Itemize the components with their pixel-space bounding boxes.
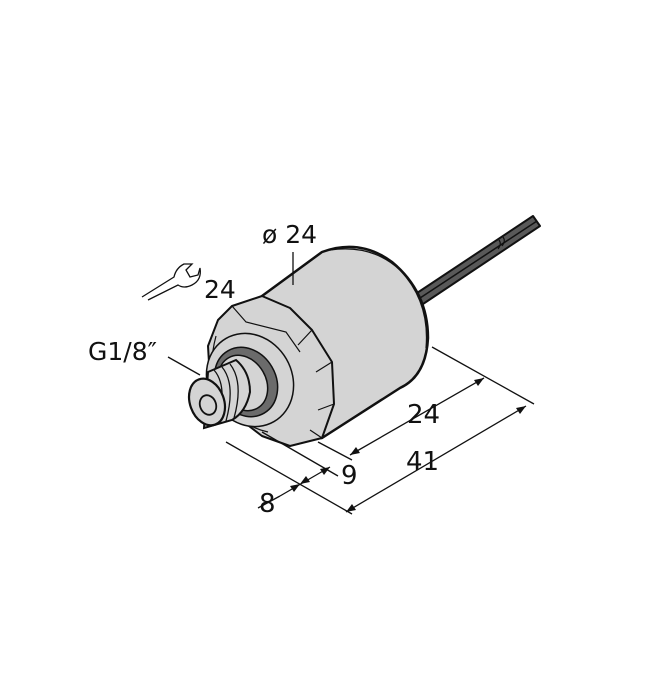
cable	[413, 215, 541, 307]
hex-length-label: 9	[341, 461, 358, 491]
body-length-label: 24	[407, 400, 440, 430]
total-length-label: 41	[406, 447, 439, 477]
dimension-arrows	[290, 378, 526, 512]
thread-label: G1/8″	[88, 337, 157, 366]
diameter-label: ø 24	[262, 220, 317, 249]
wrench-size-label: 24	[204, 275, 236, 304]
threaded-port	[187, 358, 252, 430]
wrench-icon	[141, 263, 201, 301]
thread-length-label: 8	[259, 489, 276, 519]
